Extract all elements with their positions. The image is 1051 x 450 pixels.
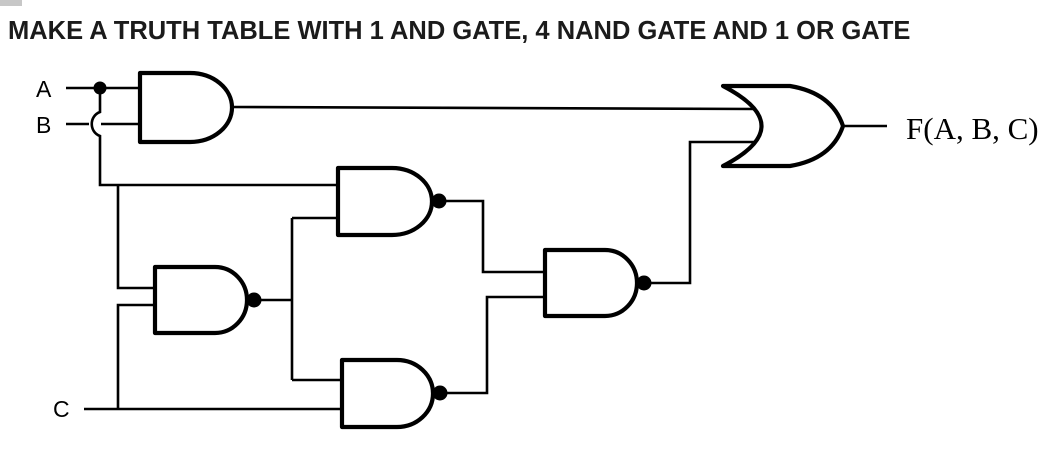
nand-gate-1-bubble xyxy=(246,292,262,308)
wire-nand4-to-or xyxy=(648,140,757,285)
nand-gate-1 xyxy=(152,264,262,336)
wire-nand3-to-nand4 xyxy=(445,295,546,395)
wire-and-to-or xyxy=(229,105,759,111)
input-label-a: A xyxy=(36,76,52,102)
nand-gate-4 xyxy=(542,247,652,319)
wire-a-to-nand1 xyxy=(116,185,156,290)
window-corner-artifact xyxy=(0,0,22,6)
input-label-c: C xyxy=(53,396,70,422)
nand-gate-4-bubble xyxy=(636,275,652,291)
wire-c-to-nand1 xyxy=(116,303,156,409)
and-gate xyxy=(137,70,235,145)
input-label-b: B xyxy=(36,112,51,138)
nand-gate-4-body xyxy=(542,247,640,319)
nand-gate-2-body xyxy=(335,165,435,238)
or-gate xyxy=(720,83,846,169)
nand-gate-1-body xyxy=(152,264,250,336)
title: MAKE A TRUTH TABLE WITH 1 AND GATE, 4 NA… xyxy=(8,17,910,45)
junction-dot-a xyxy=(93,81,107,95)
wires xyxy=(66,86,887,411)
nand-gate-2 xyxy=(335,165,447,238)
output-label: F(A, B, C) xyxy=(906,111,1039,146)
nand-gate-3-bubble xyxy=(432,385,448,401)
nand-gate-2-bubble xyxy=(431,193,447,209)
gates xyxy=(137,70,846,430)
wire-a-branch-with-hop xyxy=(90,90,338,187)
nand-gate-3-body xyxy=(339,357,436,430)
nand-gate-3 xyxy=(339,357,448,430)
wire-nand2-to-nand4 xyxy=(444,199,546,274)
